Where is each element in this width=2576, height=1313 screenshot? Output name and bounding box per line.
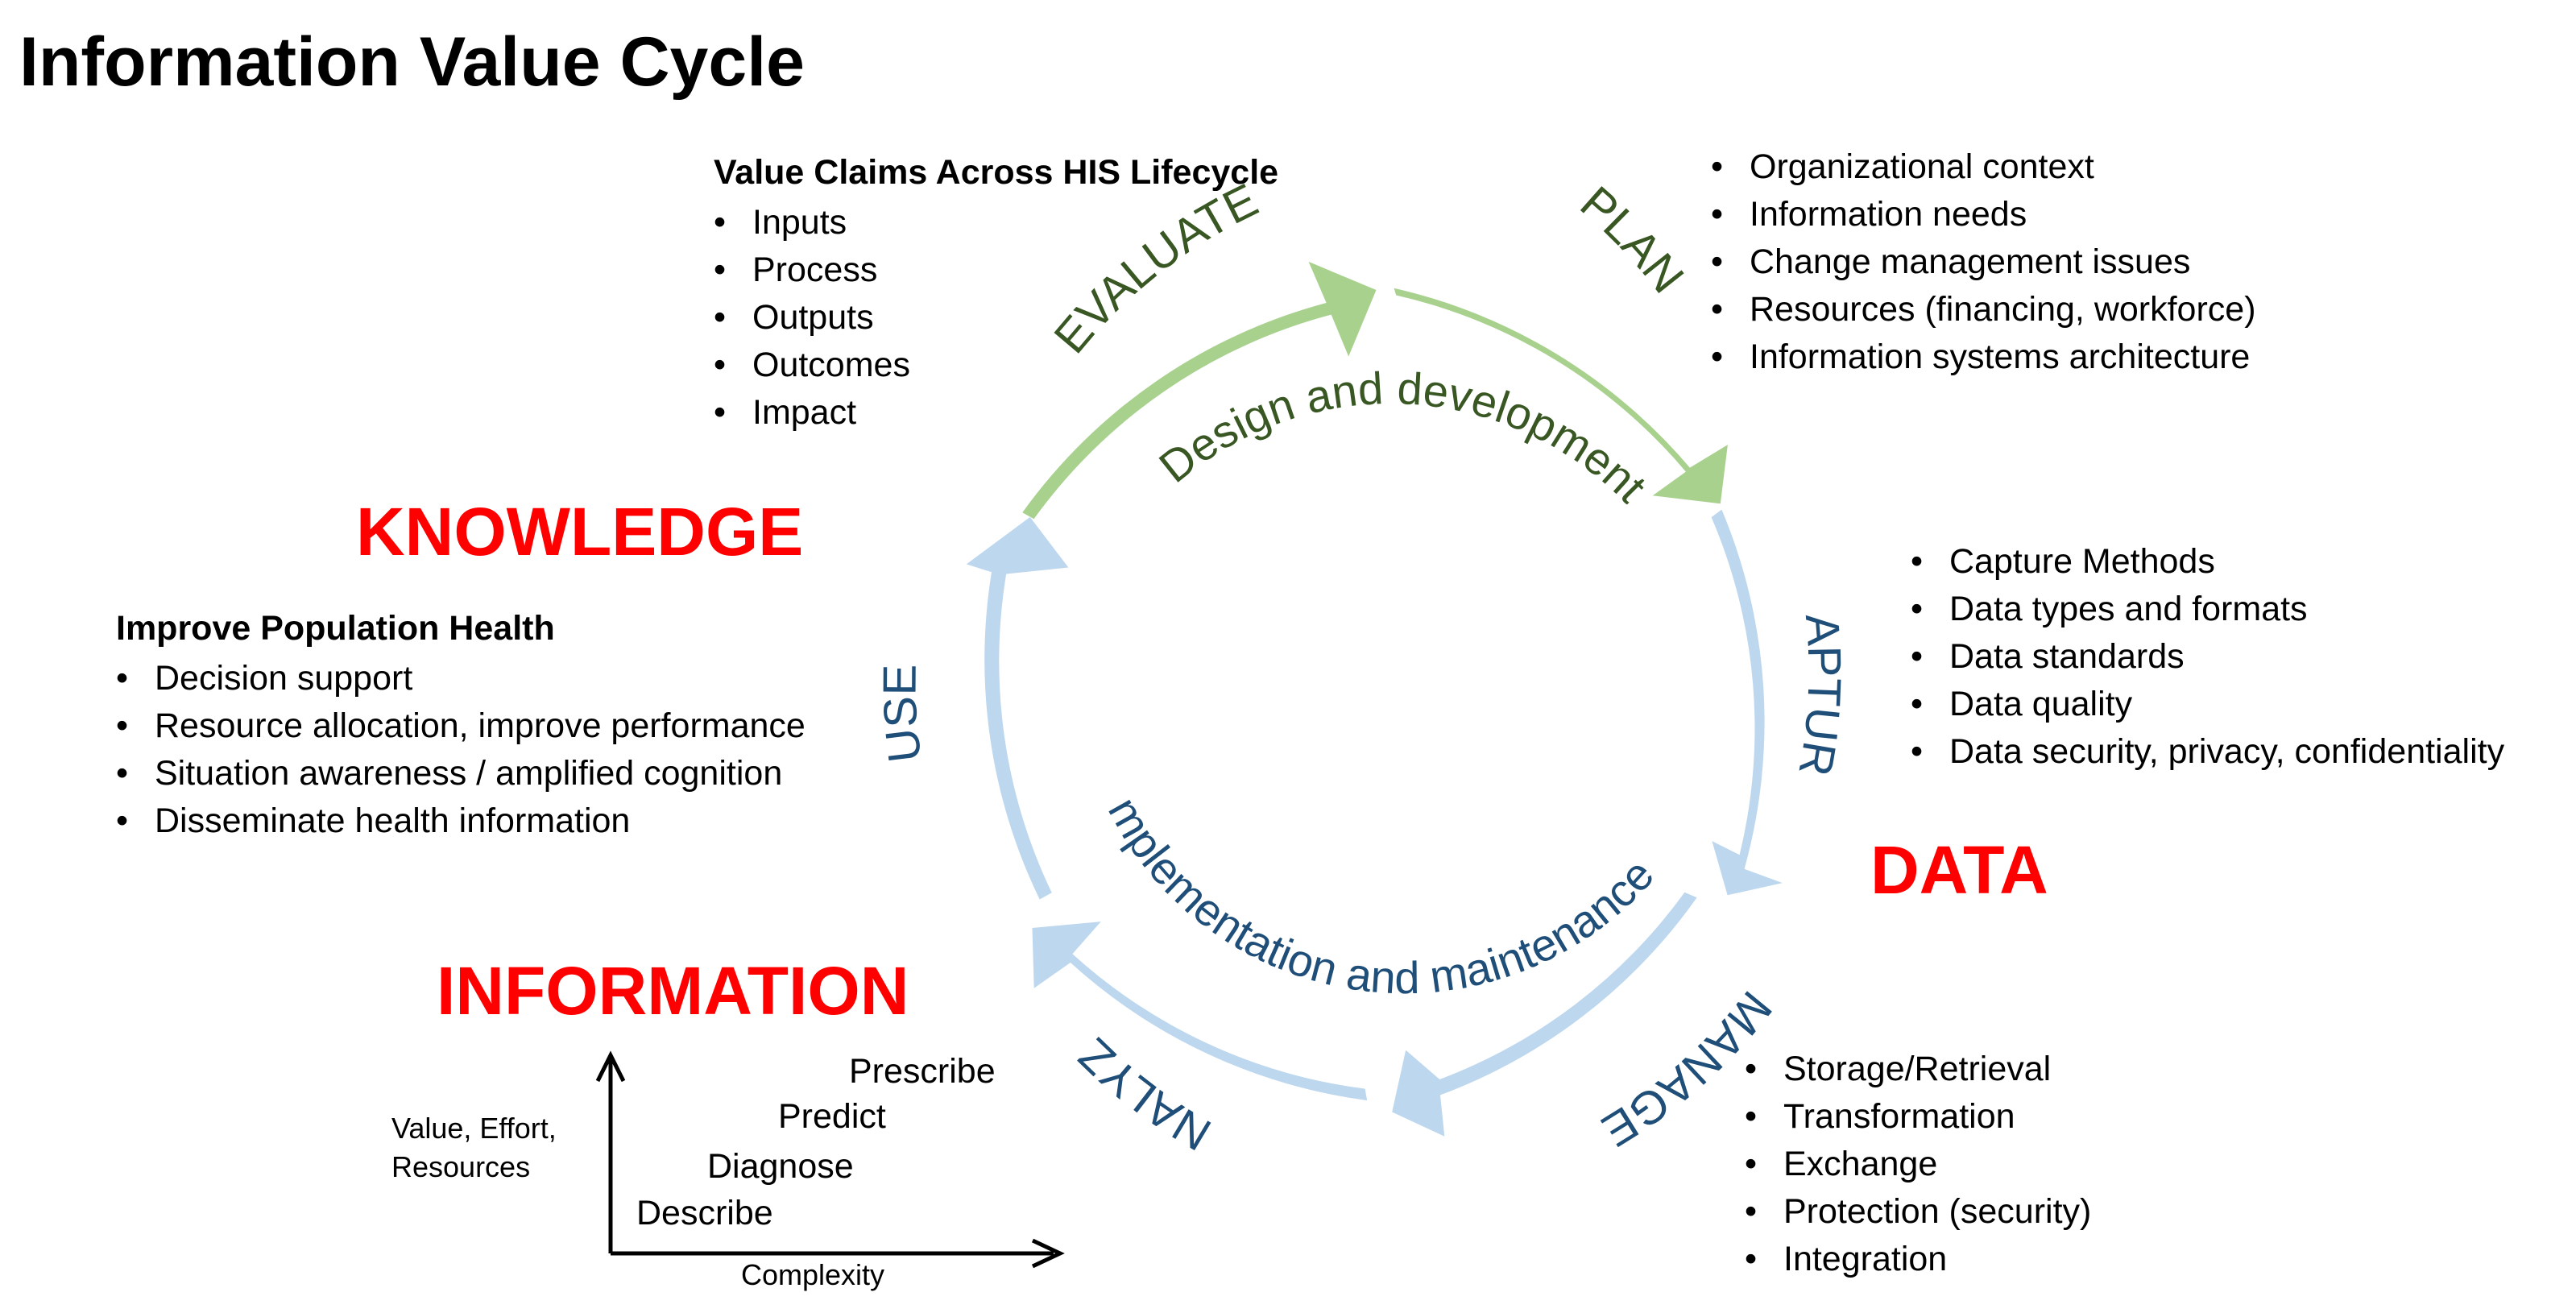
y-axis-label-line1: Value, Effort,: [391, 1112, 557, 1145]
diagnose-label: Diagnose: [707, 1147, 854, 1186]
list-item: Outputs: [714, 294, 1278, 342]
list-item: Data types and formats: [1911, 586, 2504, 633]
use-arrow: [966, 516, 1069, 900]
list-item: Process: [714, 246, 1278, 294]
analyze-arrow: [1032, 922, 1368, 1101]
plan-list: Organizational context Information needs…: [1711, 143, 2256, 381]
list-item: Information systems architecture: [1711, 333, 2256, 381]
knowledge-block: Improve Population Health Decision suppo…: [116, 609, 806, 845]
list-item: Change management issues: [1711, 238, 2256, 286]
list-item: Disseminate health information: [116, 797, 806, 845]
manage-arrow: [1392, 892, 1697, 1137]
list-item: Inputs: [714, 199, 1278, 246]
analytics-axes: [595, 1050, 1065, 1269]
value-claims-list: Inputs Process Outputs Outcomes Impact: [714, 199, 1278, 437]
manage-list: Storage/Retrieval Transformation Exchang…: [1745, 1046, 2091, 1283]
data-label: DATA: [1870, 832, 2048, 908]
prescribe-label: Prescribe: [849, 1052, 996, 1091]
implementation-label: Implementation and maintenance: [0, 0, 1663, 1003]
list-item: Information needs: [1711, 191, 2256, 238]
list-item: Impact: [714, 389, 1278, 437]
y-axis-label-line2: Resources: [391, 1150, 531, 1183]
knowledge-list: Decision support Resource allocation, im…: [116, 655, 806, 845]
use-label: USE: [874, 664, 932, 764]
capture-arrow: [1711, 509, 1783, 896]
plan-arrow: [1394, 288, 1728, 504]
list-item: Data security, privacy, confidentiality: [1911, 728, 2504, 776]
value-claims-heading: Value Claims Across HIS Lifecycle: [714, 153, 1279, 192]
list-item: Capture Methods: [1911, 538, 2504, 586]
capture-list: Capture Methods Data types and formats D…: [1911, 538, 2504, 776]
list-item: Storage/Retrieval: [1745, 1046, 2091, 1093]
information-label: INFORMATION: [437, 953, 909, 1029]
list-item: Resources (financing, workforce): [1711, 286, 2256, 333]
list-item: Organizational context: [1711, 143, 2256, 191]
describe-label: Describe: [636, 1194, 773, 1232]
list-item: Outcomes: [714, 342, 1278, 389]
evaluate-arrow: [1022, 261, 1377, 520]
x-axis-label: Complexity: [741, 1258, 885, 1291]
list-item: Transformation: [1745, 1093, 2091, 1141]
list-item: Protection (security): [1745, 1188, 2091, 1236]
page-title: Information Value Cycle: [19, 23, 805, 101]
list-item: Exchange: [1745, 1141, 2091, 1188]
list-item: Data standards: [1911, 633, 2504, 681]
knowledge-heading: Improve Population Health: [116, 609, 555, 648]
value-claims-block: Value Claims Across HIS Lifecycle Inputs…: [714, 153, 1278, 437]
knowledge-label: KNOWLEDGE: [356, 494, 804, 570]
list-item: Data quality: [1911, 681, 2504, 728]
list-item: Situation awareness / amplified cognitio…: [116, 750, 806, 797]
plan-label: PLAN: [1571, 176, 1694, 303]
list-item: Decision support: [116, 655, 806, 702]
list-item: Resource allocation, improve performance: [116, 702, 806, 750]
predict-label: Predict: [778, 1097, 886, 1136]
list-item: Integration: [1745, 1236, 2091, 1283]
